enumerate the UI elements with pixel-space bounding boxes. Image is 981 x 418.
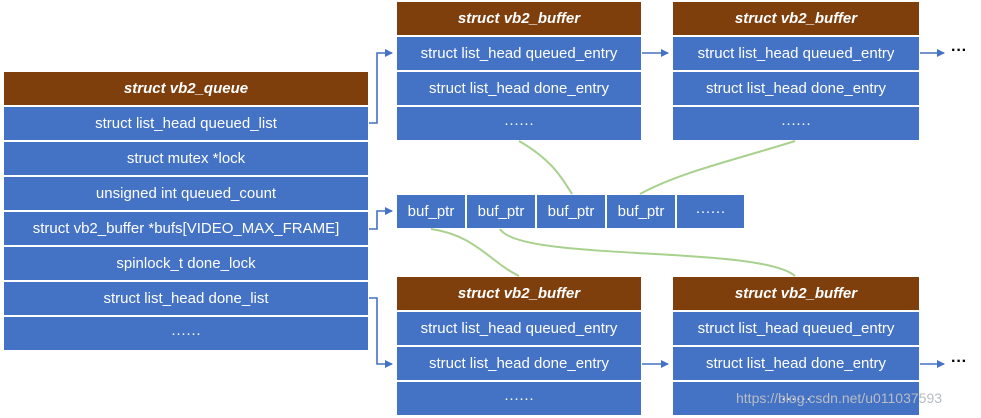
buffer-field-done-entry: struct list_head done_entry bbox=[672, 346, 920, 381]
queued-continuation: ··· bbox=[951, 42, 967, 59]
bufs-arrow bbox=[369, 207, 393, 230]
queue-field-done-lock: spinlock_t done_lock bbox=[3, 246, 369, 281]
done-list-arrow bbox=[369, 297, 393, 368]
bufptr-cell: buf_ptr bbox=[396, 194, 466, 229]
queue-field-done-list: struct list_head done_list bbox=[3, 281, 369, 316]
buffer-field-more: ······ bbox=[396, 106, 642, 141]
bufptr-cell: buf_ptr bbox=[536, 194, 606, 229]
bufptr-array: buf_ptr buf_ptr buf_ptr buf_ptr ······ bbox=[396, 194, 745, 229]
queued-list-arrow bbox=[369, 49, 393, 124]
buffer-field-done-entry: struct list_head done_entry bbox=[672, 71, 920, 106]
buffer-field-done-entry: struct list_head done_entry bbox=[396, 346, 642, 381]
bufptr-link-top-left bbox=[518, 140, 573, 195]
bufptr-link-bottom-left bbox=[430, 228, 520, 277]
queue-field-more: ······ bbox=[3, 316, 369, 351]
buffer-title: struct vb2_buffer bbox=[396, 276, 642, 311]
vb2-buffer-top-right: struct vb2_buffer struct list_head queue… bbox=[672, 1, 920, 141]
buffer-title: struct vb2_buffer bbox=[672, 276, 920, 311]
buffer-field-queued-entry: struct list_head queued_entry bbox=[396, 36, 642, 71]
done-continuation: ··· bbox=[951, 353, 967, 370]
buffer-field-queued-entry: struct list_head queued_entry bbox=[672, 36, 920, 71]
queue-field-bufs: struct vb2_buffer *bufs[VIDEO_MAX_FRAME] bbox=[3, 211, 369, 246]
buffer-field-done-entry: struct list_head done_entry bbox=[396, 71, 642, 106]
vb2-buffer-bottom-left: struct vb2_buffer struct list_head queue… bbox=[396, 276, 642, 416]
buffer-title: struct vb2_buffer bbox=[672, 1, 920, 36]
vb2-buffer-top-left: struct vb2_buffer struct list_head queue… bbox=[396, 1, 642, 141]
bufptr-cell: buf_ptr bbox=[466, 194, 536, 229]
queue-field-queued-count: unsigned int queued_count bbox=[3, 176, 369, 211]
buffer-field-more: ······ bbox=[396, 381, 642, 416]
bufptr-link-top-right bbox=[639, 140, 796, 195]
buffer-title: struct vb2_buffer bbox=[396, 1, 642, 36]
bufptr-link-bottom-right bbox=[499, 228, 796, 277]
buffer-field-more: ······ bbox=[672, 381, 920, 416]
vb2-queue-title: struct vb2_queue bbox=[3, 71, 369, 106]
vb2-queue-struct: struct vb2_queue struct list_head queued… bbox=[3, 71, 369, 351]
buffer-field-queued-entry: struct list_head queued_entry bbox=[396, 311, 642, 346]
buffer-field-more: ······ bbox=[672, 106, 920, 141]
queue-field-lock: struct mutex *lock bbox=[3, 141, 369, 176]
queue-field-queued-list: struct list_head queued_list bbox=[3, 106, 369, 141]
bufptr-cell-more: ······ bbox=[676, 194, 745, 229]
vb2-buffer-bottom-right: struct vb2_buffer struct list_head queue… bbox=[672, 276, 920, 416]
buffer-field-queued-entry: struct list_head queued_entry bbox=[672, 311, 920, 346]
watermark: https://blog.csdn.net/u011037593 bbox=[736, 390, 943, 406]
